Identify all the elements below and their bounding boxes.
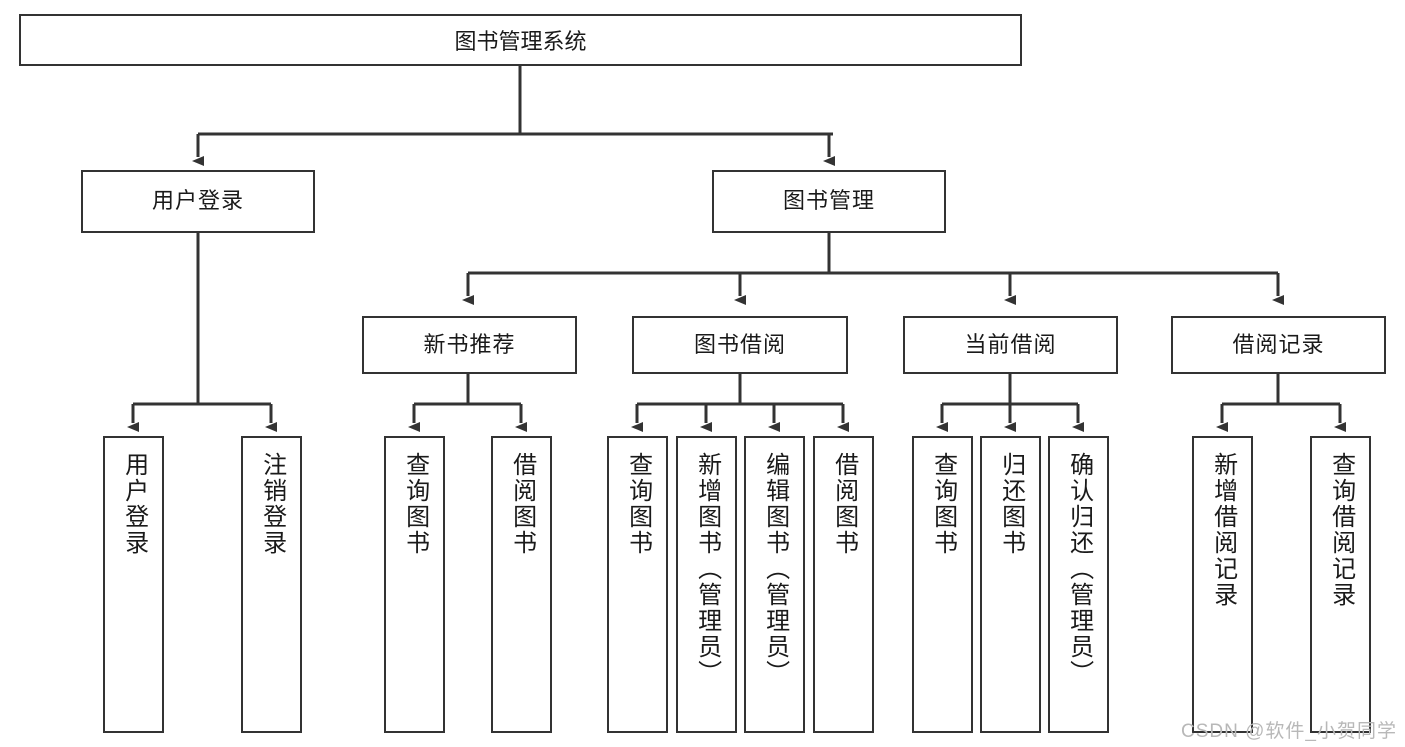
leaf-recommend-borrow-book[interactable]: 借阅图书: [491, 436, 552, 733]
node-root-system[interactable]: 图书管理系统: [19, 14, 1022, 66]
leaf-user-login-logout[interactable]: 注销登录: [241, 436, 302, 733]
node-book-borrow[interactable]: 图书借阅: [632, 316, 848, 374]
leaf-current-return-book[interactable]: 归还图书: [980, 436, 1041, 733]
leaf-user-login-login[interactable]: 用户登录: [103, 436, 164, 733]
node-new-book-recommend[interactable]: 新书推荐: [362, 316, 577, 374]
leaf-record-add-record[interactable]: 新增借阅记录: [1192, 436, 1253, 733]
leaf-borrow-add-book-admin[interactable]: 新增图书（管理员）: [676, 436, 737, 733]
leaf-record-query-record[interactable]: 查询借阅记录: [1310, 436, 1371, 733]
leaf-current-query-book[interactable]: 查询图书: [912, 436, 973, 733]
leaf-borrow-borrow-book[interactable]: 借阅图书: [813, 436, 874, 733]
node-borrow-record[interactable]: 借阅记录: [1171, 316, 1386, 374]
node-book-management[interactable]: 图书管理: [712, 170, 946, 233]
node-user-login[interactable]: 用户登录: [81, 170, 315, 233]
leaf-recommend-query-book[interactable]: 查询图书: [384, 436, 445, 733]
leaf-borrow-edit-book-admin[interactable]: 编辑图书（管理员）: [744, 436, 805, 733]
leaf-current-confirm-return-admin[interactable]: 确认归还（管理员）: [1048, 436, 1109, 733]
leaf-borrow-query-book[interactable]: 查询图书: [607, 436, 668, 733]
node-current-borrow[interactable]: 当前借阅: [903, 316, 1118, 374]
